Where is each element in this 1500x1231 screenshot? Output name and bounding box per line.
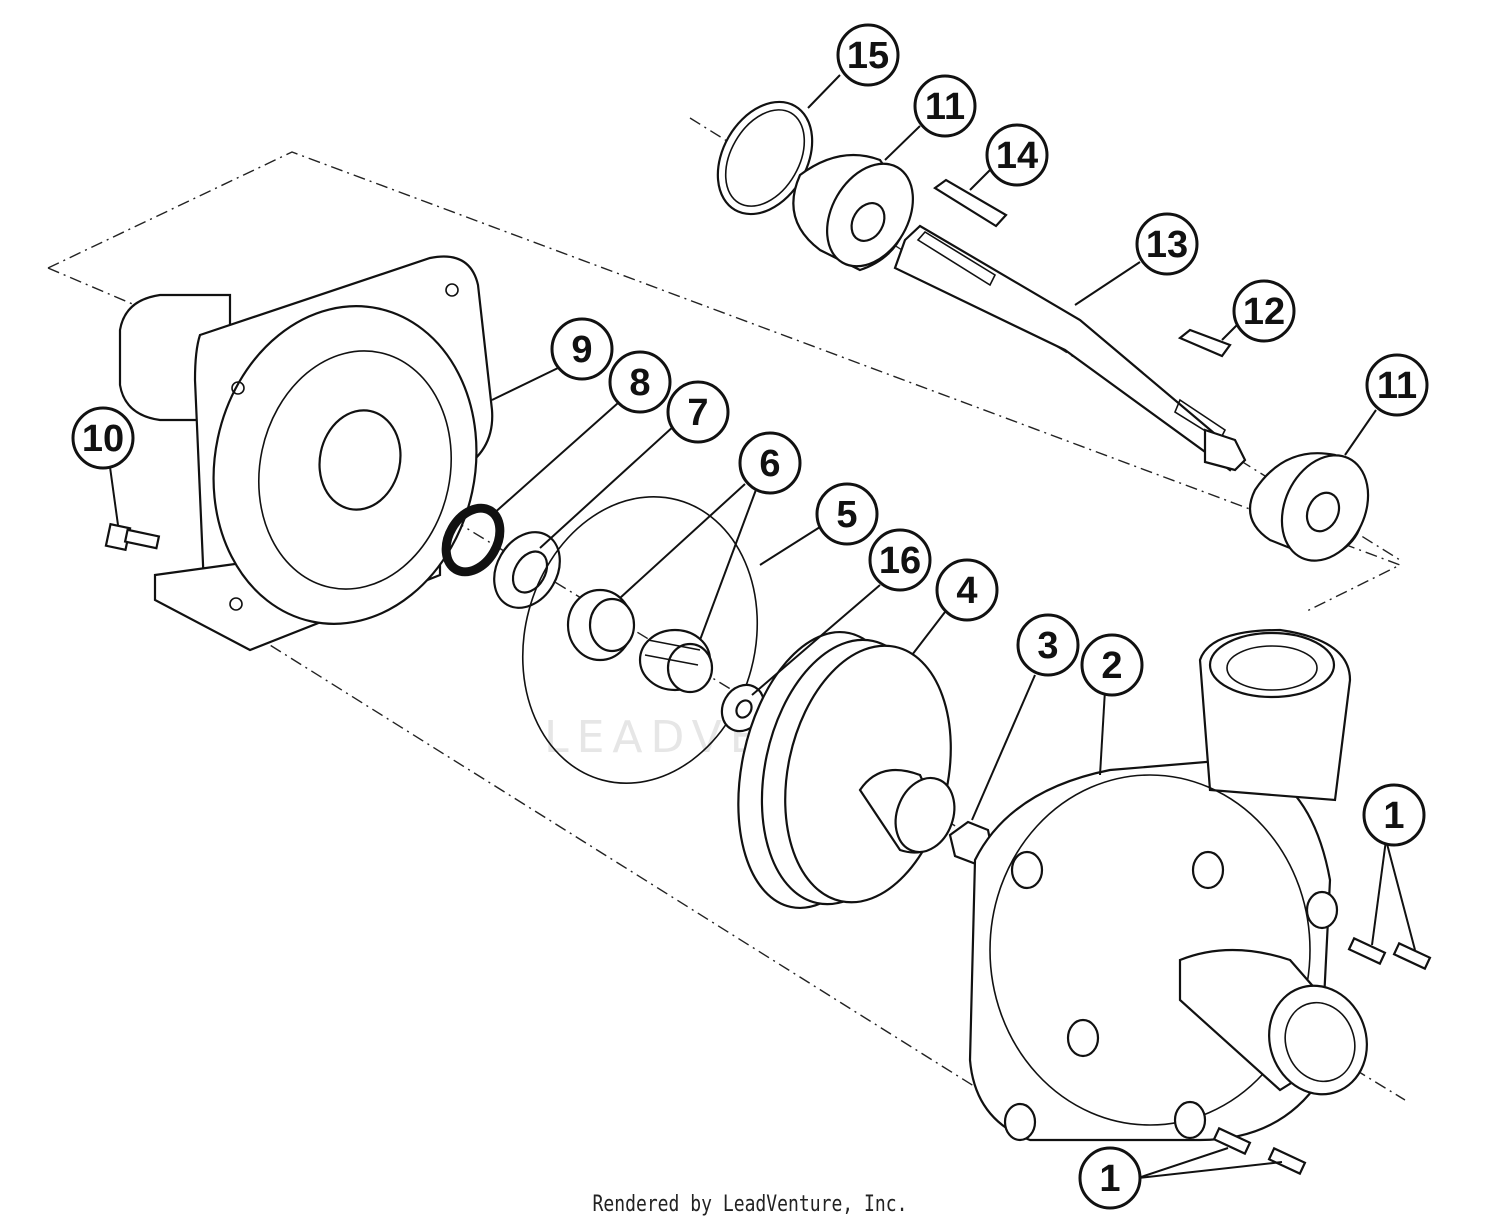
part-2-pump-casing — [968, 628, 1368, 1142]
part-11-bearing-lower — [1248, 452, 1370, 562]
svg-text:11: 11 — [1377, 365, 1417, 407]
callout-6: 6 — [738, 431, 802, 495]
part-8-o-ring — [441, 503, 505, 577]
svg-text:1: 1 — [1383, 795, 1404, 837]
svg-text:2: 2 — [1101, 645, 1122, 687]
svg-text:8: 8 — [629, 362, 650, 404]
part-11-bearing-upper — [792, 153, 914, 272]
callout-13: 13 — [1135, 212, 1199, 276]
callout-14: 14 — [985, 123, 1049, 187]
part-5-gasket — [521, 496, 759, 784]
svg-text:9: 9 — [571, 329, 592, 371]
svg-text:5: 5 — [836, 494, 857, 536]
part-9-bearing-housing — [118, 255, 494, 652]
part-12-key — [1177, 328, 1232, 358]
part-4-impeller — [737, 631, 956, 909]
callout-4: 4 — [935, 558, 999, 622]
callout-1-lower: 1 — [1078, 1146, 1142, 1210]
callout-11-lower: 11 — [1365, 353, 1429, 417]
callout-3: 3 — [1016, 613, 1080, 677]
svg-text:10: 10 — [82, 418, 124, 460]
callout-leaders — [109, 74, 1416, 1179]
callout-2: 2 — [1080, 633, 1144, 697]
svg-text:14: 14 — [996, 135, 1038, 177]
svg-text:13: 13 — [1146, 224, 1188, 266]
svg-text:12: 12 — [1243, 291, 1285, 333]
svg-text:16: 16 — [879, 540, 921, 582]
callout-16: 16 — [868, 528, 932, 592]
svg-text:1: 1 — [1099, 1158, 1120, 1200]
callout-11-upper: 11 — [913, 74, 977, 138]
callout-15: 15 — [836, 23, 900, 87]
callout-9: 9 — [550, 317, 614, 381]
part-14-key — [933, 178, 1008, 228]
part-1-studs — [1212, 936, 1432, 1176]
part-13-shaft — [893, 224, 1247, 472]
svg-text:6: 6 — [759, 443, 780, 485]
callout-5: 5 — [815, 482, 879, 546]
callout-10: 10 — [71, 406, 135, 470]
footer-credit: Rendered by LeadVenture, Inc. — [592, 1192, 908, 1217]
svg-text:15: 15 — [847, 35, 889, 77]
svg-text:3: 3 — [1037, 625, 1058, 667]
callout-1-upper: 1 — [1362, 783, 1426, 847]
part-6-seal — [566, 588, 714, 694]
part-7-washer — [493, 531, 561, 609]
callout-8: 8 — [608, 350, 672, 414]
callout-12: 12 — [1232, 279, 1296, 343]
svg-text:4: 4 — [956, 570, 977, 612]
part-10-bolt — [104, 522, 161, 552]
callout-7: 7 — [666, 380, 730, 444]
svg-text:7: 7 — [687, 392, 708, 434]
svg-text:11: 11 — [925, 86, 965, 128]
